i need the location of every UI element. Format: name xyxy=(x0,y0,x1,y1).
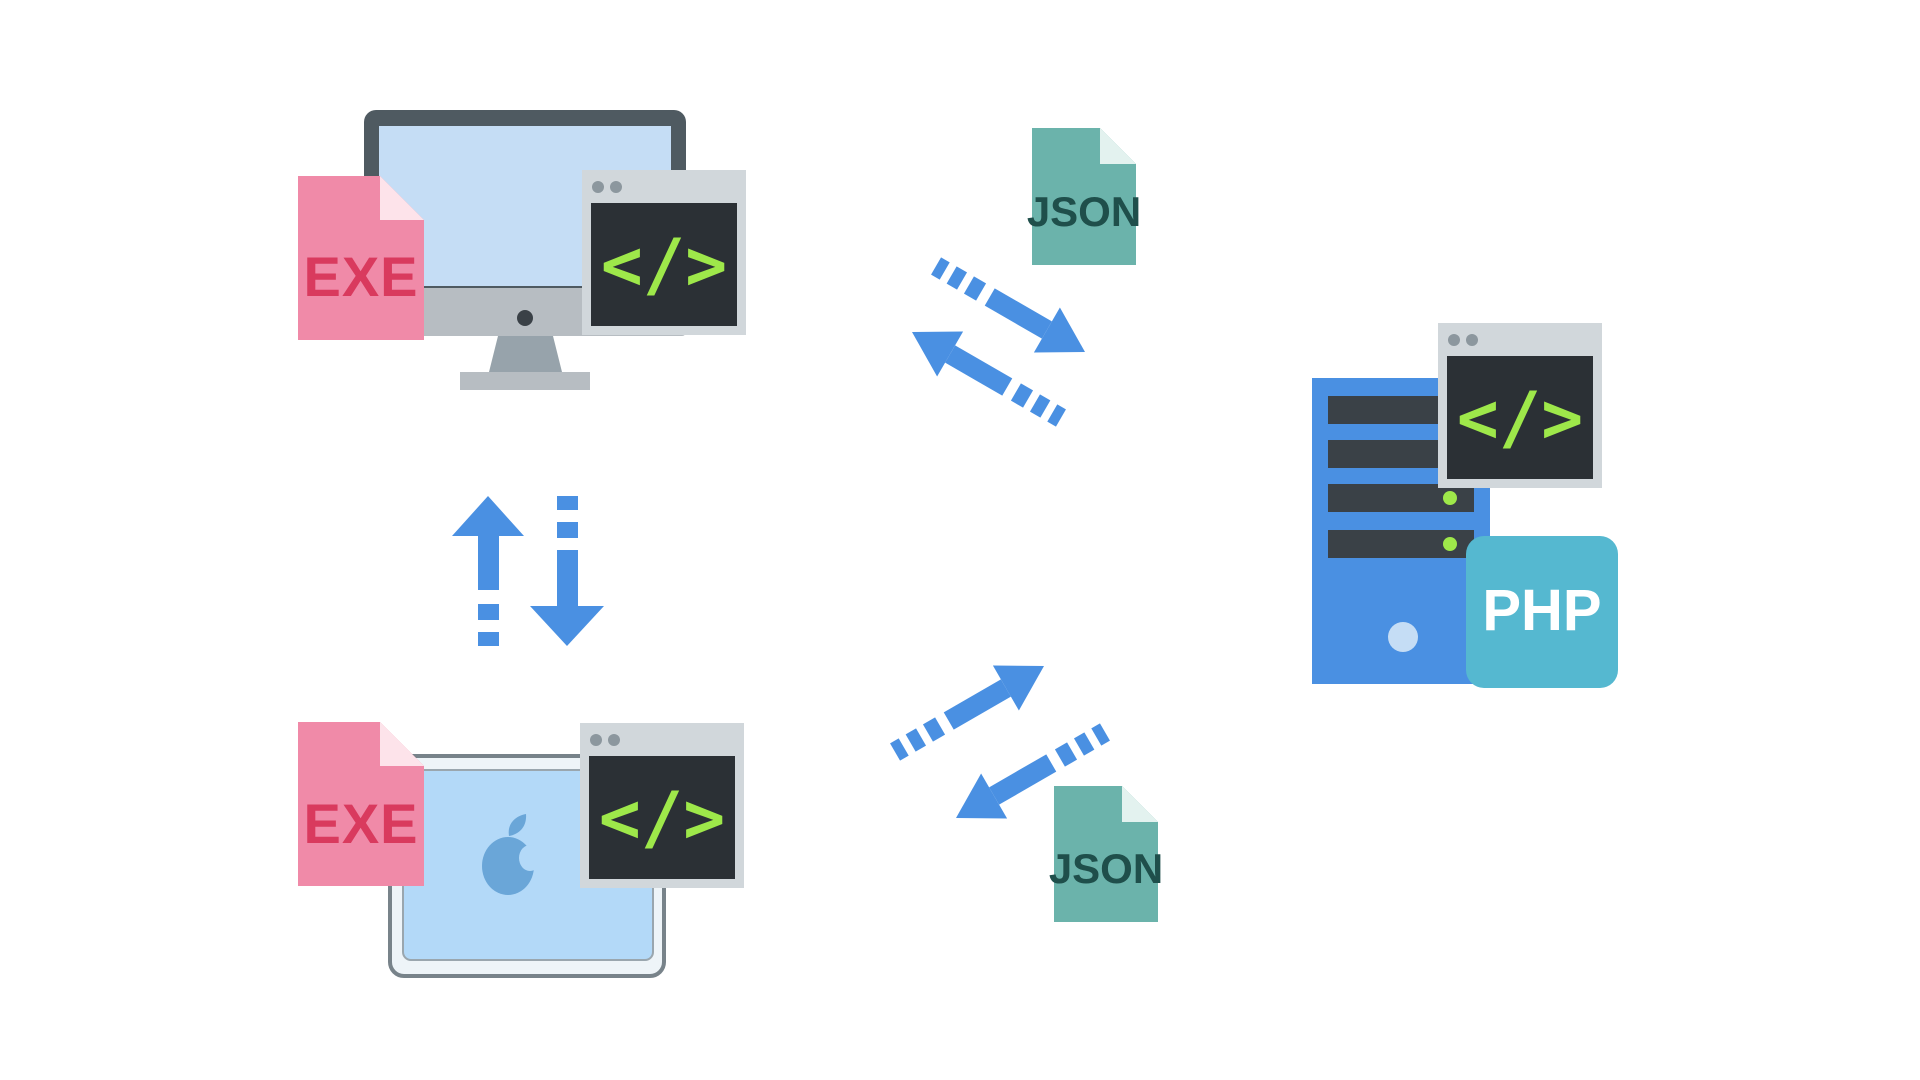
arrow-to-server-icon xyxy=(890,665,1044,761)
upper-exchange-arrows xyxy=(912,257,1085,427)
vertical-exchange-arrows xyxy=(452,496,604,646)
code-window-icon: </> xyxy=(1438,323,1602,488)
json-file-icon: JSON xyxy=(1027,128,1141,265)
code-window-icon: </> xyxy=(582,170,746,335)
arrow-to-mac-icon xyxy=(956,723,1110,819)
arrow-up-icon xyxy=(452,496,524,646)
php-badge: PHP xyxy=(1466,536,1618,688)
exe-label-bottom: EXE xyxy=(303,792,418,855)
json-file-icon: JSON xyxy=(1049,786,1163,922)
exe-file-icon: EXE xyxy=(298,722,424,886)
apple-logo-icon xyxy=(482,814,541,895)
mac-client-group: EXE </> xyxy=(298,722,744,978)
desktop-client-group: EXE </> xyxy=(298,110,746,390)
code-symbol-mac: </> xyxy=(599,777,725,859)
exe-label-top: EXE xyxy=(303,245,418,308)
code-symbol-desktop: </> xyxy=(601,224,727,306)
json-label-top: JSON xyxy=(1027,188,1141,235)
json-label-bottom: JSON xyxy=(1049,845,1163,892)
code-symbol-server: </> xyxy=(1457,377,1583,459)
server-group: </> PHP xyxy=(1312,323,1618,688)
arrow-down-icon xyxy=(530,496,604,646)
code-window-icon: </> xyxy=(580,723,744,888)
exe-file-icon: EXE xyxy=(298,176,424,340)
php-label: PHP xyxy=(1482,578,1601,643)
arrow-to-server-icon xyxy=(931,257,1085,353)
lower-exchange-arrows xyxy=(890,665,1110,819)
arrow-to-desktop-icon xyxy=(912,331,1066,427)
